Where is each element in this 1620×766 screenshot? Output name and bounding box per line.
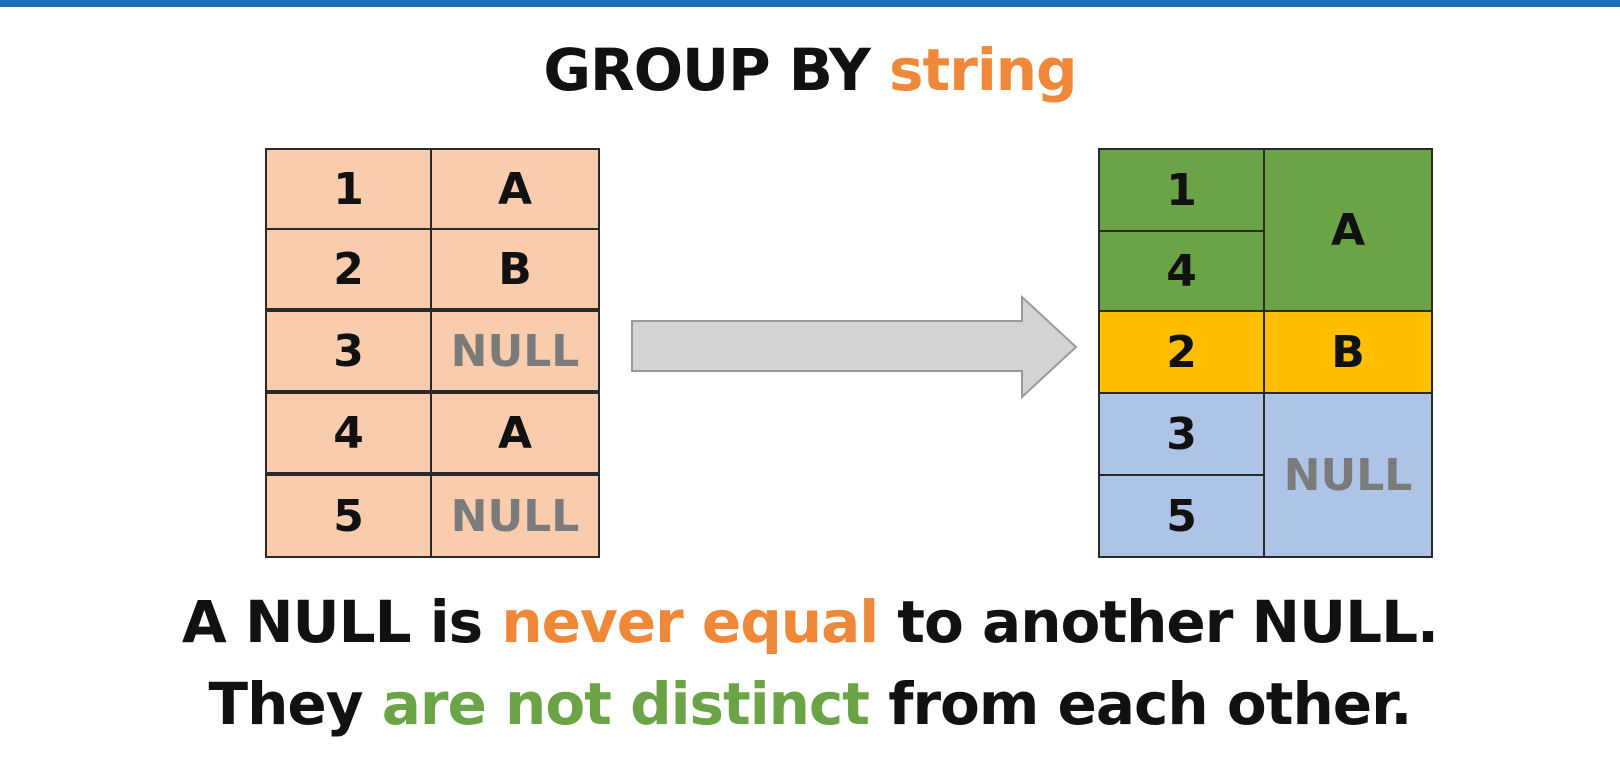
result-id-cell: 5 (1098, 474, 1265, 558)
source-value-cell: A (430, 392, 600, 474)
source-value-cell: B (430, 228, 600, 310)
title-keyword: string (889, 36, 1078, 104)
result-id-cell: 3 (1098, 392, 1265, 476)
result-id-cell: 1 (1098, 148, 1265, 232)
result-id-cell: 4 (1098, 230, 1265, 312)
caption-line-1-highlight: never equal (501, 588, 879, 656)
caption-line-1-start: A NULL is (181, 588, 483, 656)
result-value-cell: A (1263, 148, 1433, 312)
source-value-cell: A (430, 148, 600, 230)
top-bar (0, 0, 1620, 7)
caption-line-2-highlight: are not distinct (381, 670, 870, 738)
result-id-cell: 2 (1098, 310, 1265, 394)
source-value-cell: NULL (430, 474, 600, 558)
source-id-cell: 4 (265, 392, 432, 474)
result-value-cell: NULL (1263, 392, 1433, 558)
caption-line-2-start: They (208, 670, 364, 738)
source-id-cell: 5 (265, 474, 432, 558)
result-value-cell: B (1263, 310, 1433, 394)
right-arrow-icon (631, 295, 1078, 400)
caption-line-1-end: to another NULL. (897, 588, 1439, 656)
caption-line-2: They are not distinct from each other. (0, 670, 1620, 738)
source-id-cell: 3 (265, 310, 432, 392)
caption-line-1: A NULL is never equal to another NULL. (0, 588, 1620, 656)
title-prefix: GROUP BY (543, 36, 870, 104)
source-value-cell: NULL (430, 310, 600, 392)
source-id-cell: 2 (265, 228, 432, 310)
caption-line-2-end: from each other. (888, 670, 1412, 738)
source-id-cell: 1 (265, 148, 432, 230)
slide-title: GROUP BY string (0, 36, 1620, 104)
